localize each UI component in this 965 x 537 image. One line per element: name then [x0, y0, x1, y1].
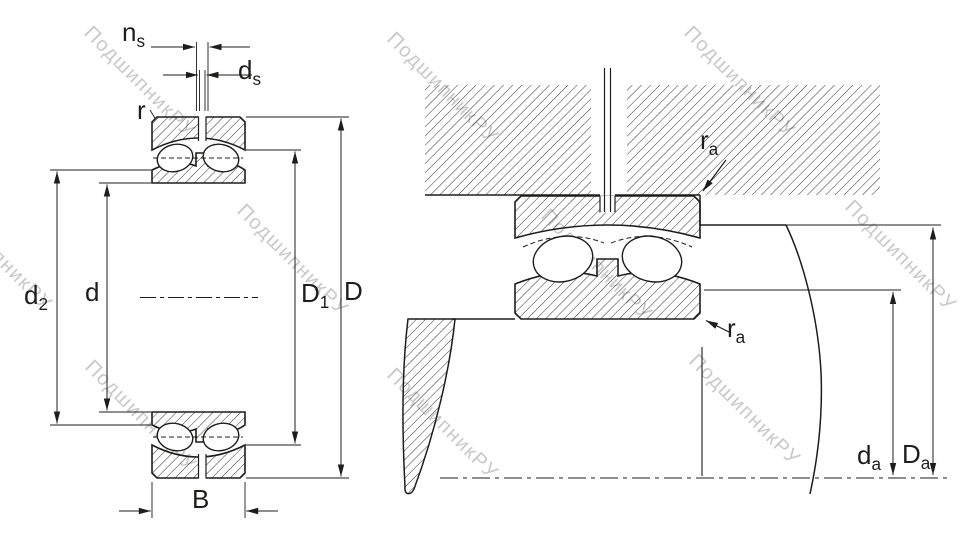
label-B: B — [192, 484, 210, 514]
left-view — [50, 42, 349, 518]
label-r: r — [137, 95, 146, 125]
lubrication-hole-top-edges — [197, 116, 207, 141]
label-da: da — [857, 440, 882, 475]
right-view — [402, 68, 948, 495]
shaft-shoulder-section — [402, 318, 456, 495]
lubrication-duct-clearance — [591, 84, 627, 196]
ra-bottom-leader-arrow — [705, 319, 732, 334]
label-ra-top: ra — [700, 125, 719, 160]
left-view-dimensions — [50, 42, 349, 518]
label-D1: D1 — [301, 278, 330, 313]
lubrication-hole-bottom — [198, 454, 206, 479]
label-d2: d2 — [24, 280, 49, 315]
mounted-bearing-section — [514, 68, 701, 320]
outer-ring-section — [514, 195, 701, 240]
roller-right — [621, 235, 683, 283]
lubrication-groove — [600, 195, 615, 213]
housing-shoulder-step — [699, 195, 786, 226]
lubrication-groove-edges — [599, 196, 616, 213]
housing-outer-contour-curve — [785, 224, 823, 495]
housing-section-hatch — [425, 85, 880, 195]
label-Da: Da — [902, 439, 931, 474]
label-ra-bottom: ra — [727, 313, 746, 348]
label-ns: ns — [122, 17, 146, 52]
housing-outline — [425, 194, 823, 495]
r-leader-line — [149, 109, 156, 120]
roller-top-left — [156, 143, 194, 173]
lubrication-hole-bottom-edges — [197, 454, 207, 479]
shaft-outline — [402, 318, 703, 495]
lubrication-duct-lines — [603, 68, 612, 212]
ra-top-leader-arrow — [702, 159, 727, 192]
right-view-dimensions — [440, 159, 948, 479]
roller-bottom-left — [156, 422, 194, 452]
label-d: d — [85, 277, 100, 307]
lubrication-hole-top — [198, 116, 206, 141]
bearing-cross-section — [140, 116, 258, 479]
hidden-raceway-dashed — [522, 235, 693, 248]
label-D: D — [344, 276, 363, 306]
label-ds: ds — [238, 55, 262, 90]
